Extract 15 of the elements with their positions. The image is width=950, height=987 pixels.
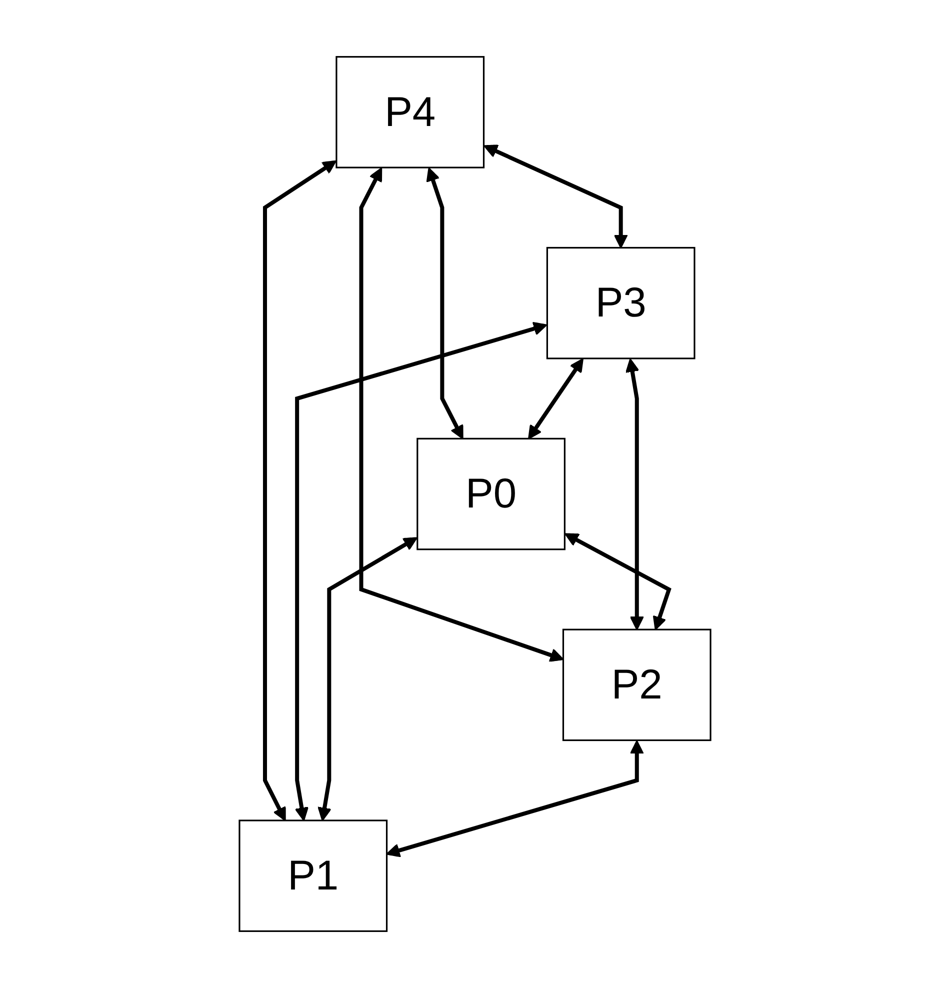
node-box: P0 bbox=[416, 437, 566, 550]
node-box: P4 bbox=[336, 56, 485, 168]
arrow bbox=[564, 532, 672, 630]
arrow bbox=[386, 740, 644, 857]
node-box: P3 bbox=[546, 246, 696, 359]
arrow bbox=[318, 536, 418, 821]
arrow bbox=[262, 160, 337, 821]
arrow bbox=[426, 167, 464, 439]
arrow bbox=[294, 321, 548, 821]
arrow bbox=[484, 144, 628, 248]
arrow bbox=[528, 358, 584, 439]
node-box: P1 bbox=[238, 819, 388, 932]
arrow bbox=[359, 166, 564, 662]
node-box: P2 bbox=[562, 628, 712, 741]
arrow bbox=[625, 358, 644, 630]
